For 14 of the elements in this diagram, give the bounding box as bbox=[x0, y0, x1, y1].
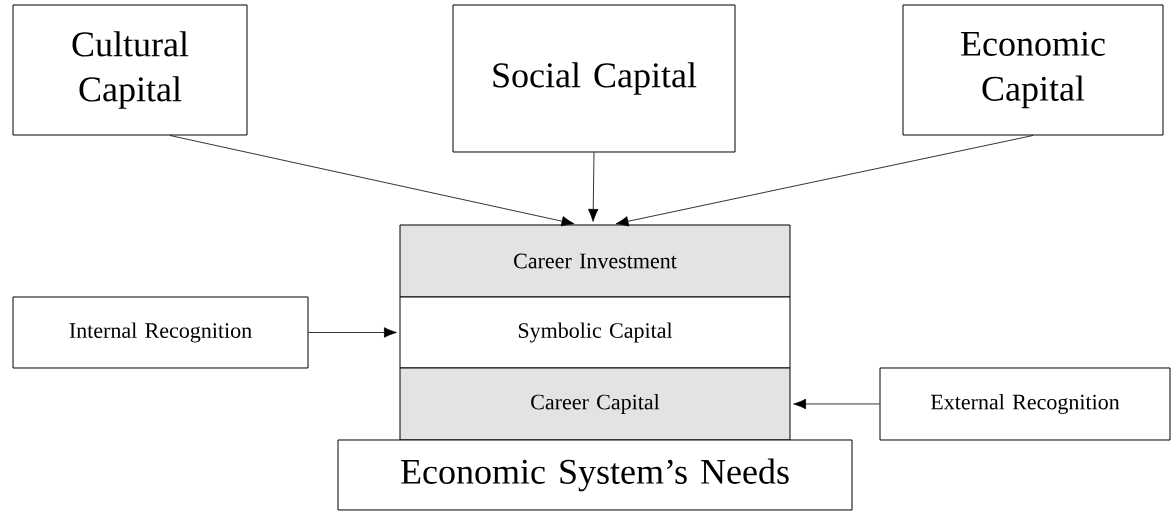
arrow bbox=[588, 152, 599, 222]
stack-layer-box: Career Capital bbox=[399, 367, 791, 441]
recognition-box: External Recognition bbox=[879, 367, 1171, 441]
recognition-box: Internal Recognition bbox=[12, 296, 309, 369]
capital-box: Economic Capital bbox=[902, 4, 1164, 136]
stack-layer-box: Symbolic Capital bbox=[399, 296, 791, 369]
arrow bbox=[793, 398, 880, 410]
arrow bbox=[308, 327, 397, 338]
arrow bbox=[169, 135, 575, 227]
stack-layer-box: Career Investment bbox=[399, 224, 791, 298]
capital-box: Cultural Capital bbox=[12, 4, 248, 136]
arrow bbox=[615, 135, 1034, 227]
capital-box: Social Capital bbox=[452, 4, 736, 153]
base-box: Economic System’s Needs bbox=[337, 439, 853, 511]
